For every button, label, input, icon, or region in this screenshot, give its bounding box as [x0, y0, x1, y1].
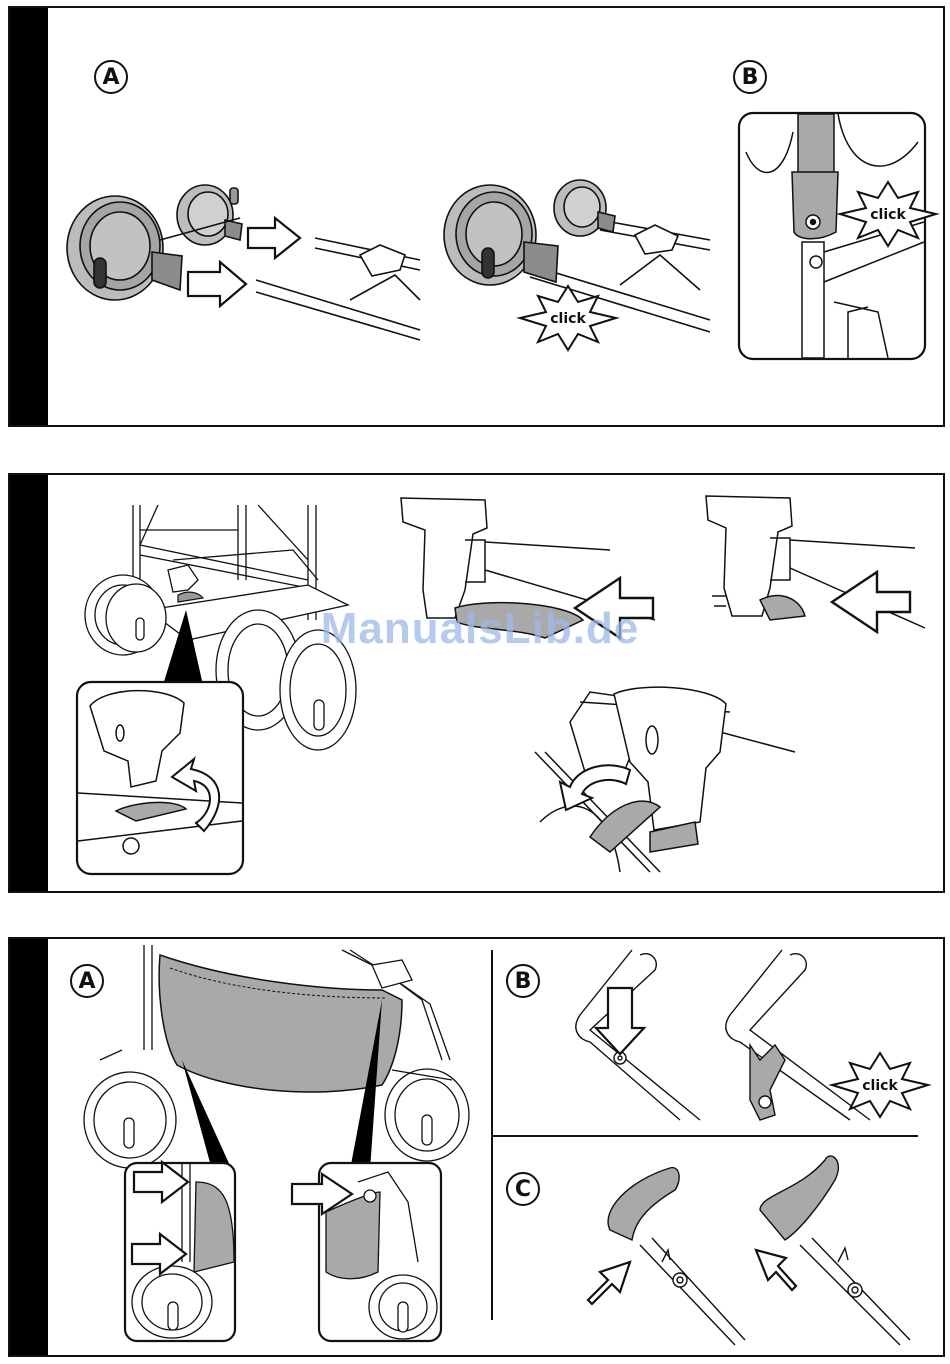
wheel-attached-illustration: click	[440, 180, 720, 360]
panel-spine	[10, 475, 48, 891]
brake-unlock-illustration	[530, 672, 800, 872]
click-label: click	[550, 311, 586, 327]
step-a-badge: A	[94, 60, 128, 94]
panel-spine	[10, 939, 48, 1355]
wheel-removal-illustration	[60, 180, 430, 350]
brake-inset	[76, 681, 244, 875]
basket-clip-inset-right	[318, 1162, 442, 1342]
handle-grip-illustration	[570, 1150, 920, 1350]
basket-clip-inset-left	[124, 1162, 236, 1342]
click-burst-icon: click	[832, 1053, 928, 1117]
arrow-up-right-icon	[588, 1250, 796, 1304]
panel-spine	[10, 8, 48, 425]
click-label: click	[870, 207, 906, 223]
basket-stroller-illustration	[82, 940, 482, 1170]
brake-pedal-engaged-illustration	[700, 488, 930, 638]
arrow-left-icon	[832, 572, 910, 632]
click-label: click	[862, 1078, 898, 1094]
lock-pin-inset: click	[738, 112, 926, 360]
watermark: ManualsLib.de	[290, 604, 670, 654]
arrow-down-icon	[596, 988, 644, 1054]
step-b-badge: B	[733, 60, 767, 94]
handle-pin-illustration: click	[560, 950, 920, 1125]
click-burst-icon: click	[520, 286, 616, 350]
